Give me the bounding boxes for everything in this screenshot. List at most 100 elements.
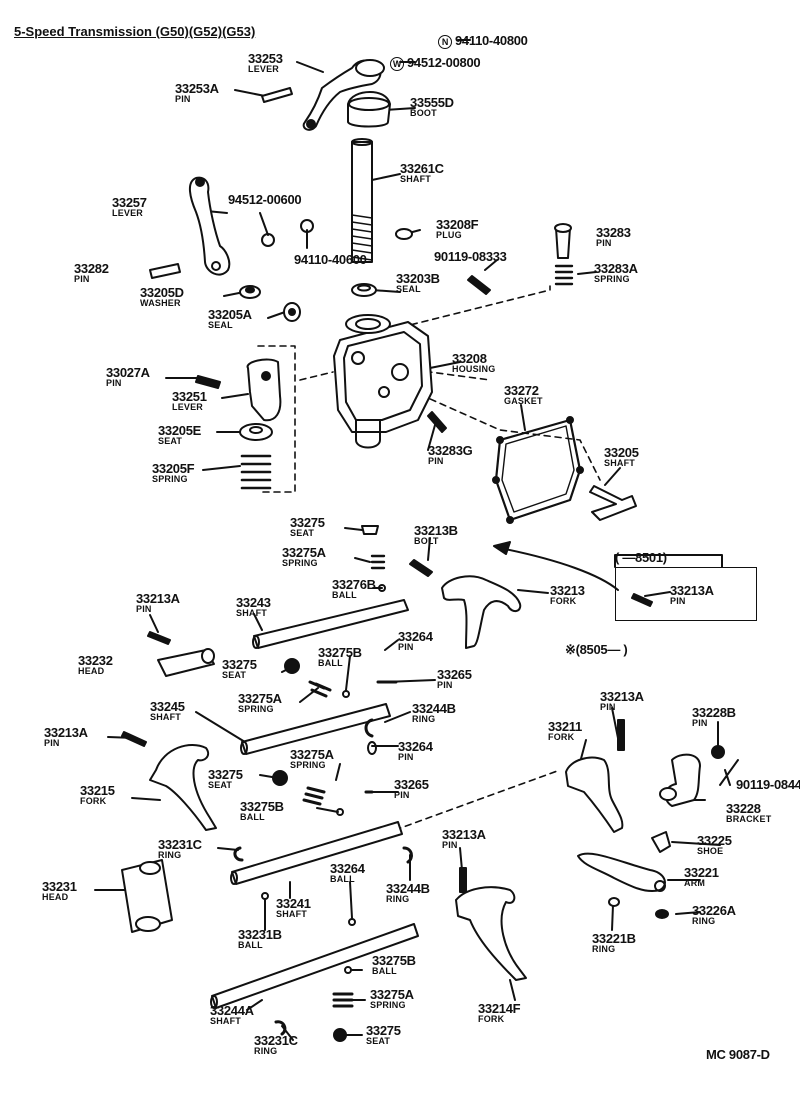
part-name: PIN bbox=[394, 790, 410, 800]
part-name: PIN bbox=[136, 604, 152, 614]
part-name: FORK bbox=[80, 796, 107, 806]
part-number: 33213A bbox=[600, 689, 644, 704]
part-number: 33283 bbox=[596, 225, 631, 240]
part-name: SEAT bbox=[366, 1036, 391, 1046]
part-number: 33205A bbox=[208, 307, 252, 322]
part-name: SPRING bbox=[370, 1000, 406, 1010]
part-number: 33264 bbox=[398, 739, 433, 754]
part-name: SEAT bbox=[208, 780, 233, 790]
part-name: WASHER bbox=[140, 298, 181, 308]
part-name: SHAFT bbox=[276, 909, 307, 919]
part-number: 33203B bbox=[396, 271, 440, 286]
part-number: 33245 bbox=[150, 699, 185, 714]
part-number: 33251 bbox=[172, 389, 207, 404]
part-name: SHAFT bbox=[604, 458, 635, 468]
part-number: 33214F bbox=[478, 1001, 521, 1016]
part-name: RING bbox=[158, 850, 182, 860]
part-number: 33221 bbox=[684, 865, 719, 880]
part-name: PIN bbox=[670, 596, 686, 606]
part-name: PIN bbox=[596, 238, 612, 248]
part-number: 33213A bbox=[670, 583, 714, 598]
part-number: 33205 bbox=[604, 445, 639, 460]
part-name: LEVER bbox=[112, 208, 144, 218]
part-name: SHAFT bbox=[210, 1016, 241, 1026]
date-note-from: ※(8505— ) bbox=[565, 642, 628, 657]
part-number: 33221B bbox=[592, 931, 636, 946]
part-name: PIN bbox=[175, 94, 191, 104]
part-number: 33215 bbox=[80, 783, 115, 798]
part-name: SEAT bbox=[290, 528, 315, 538]
part-name: SPRING bbox=[152, 474, 188, 484]
diagram-title: 5-Speed Transmission (G50)(G52)(G53) bbox=[14, 24, 256, 39]
part-name: HEAD bbox=[78, 666, 105, 676]
mark-w-600: 94512-00600 bbox=[228, 192, 302, 207]
part-name: PLUG bbox=[436, 230, 462, 240]
part-name: SHOE bbox=[697, 846, 724, 856]
part-number: 33231B bbox=[238, 927, 282, 942]
part-name: RING bbox=[386, 894, 410, 904]
part-number: 33275B bbox=[318, 645, 362, 660]
mark-b-444: 90119-08444 bbox=[736, 777, 800, 792]
part-number: 33211 bbox=[548, 719, 582, 734]
part-number: 33231C bbox=[158, 837, 202, 852]
part-number: 33213A bbox=[44, 725, 88, 740]
part-number: 33205E bbox=[158, 423, 202, 438]
part-callout: 90119-08333 bbox=[434, 250, 507, 263]
part-number: 33283A bbox=[594, 261, 638, 276]
part-number: 33265 bbox=[437, 667, 472, 682]
part-number: 33276B bbox=[332, 577, 376, 592]
part-name: RING bbox=[254, 1046, 278, 1056]
part-number: 33213A bbox=[442, 827, 486, 842]
part-number: 33244B bbox=[386, 881, 430, 896]
part-number: 33282 bbox=[74, 261, 109, 276]
date-range-box bbox=[615, 567, 757, 621]
part-number: 33027A bbox=[106, 365, 150, 380]
part-name: PIN bbox=[106, 378, 122, 388]
part-name: LEVER bbox=[248, 64, 280, 74]
part-number: 33231C bbox=[254, 1033, 298, 1048]
part-number: 33555D bbox=[410, 95, 454, 110]
part-number: 33261C bbox=[400, 161, 444, 176]
part-number: 33241 bbox=[276, 896, 311, 911]
part-name: PIN bbox=[442, 840, 458, 850]
part-number: 33228B bbox=[692, 705, 736, 720]
part-name: BALL bbox=[238, 940, 263, 950]
part-name: SHAFT bbox=[150, 712, 181, 722]
part-number: 33265 bbox=[394, 777, 429, 792]
part-name: BALL bbox=[332, 590, 357, 600]
part-number: 33213B bbox=[414, 523, 458, 538]
